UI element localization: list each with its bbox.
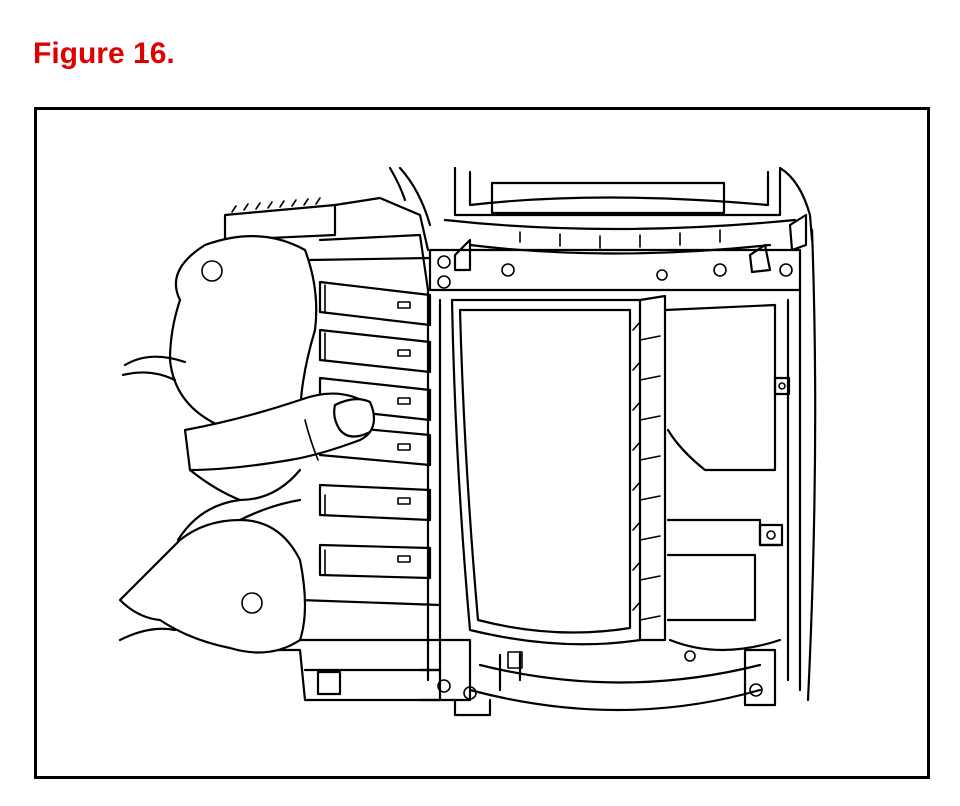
hand — [118, 235, 376, 654]
illustration-frame — [34, 107, 930, 779]
display-housing — [388, 166, 814, 255]
figure-title: Figure 16. — [33, 37, 175, 70]
control-unit — [223, 196, 451, 702]
console-frame — [426, 213, 817, 717]
